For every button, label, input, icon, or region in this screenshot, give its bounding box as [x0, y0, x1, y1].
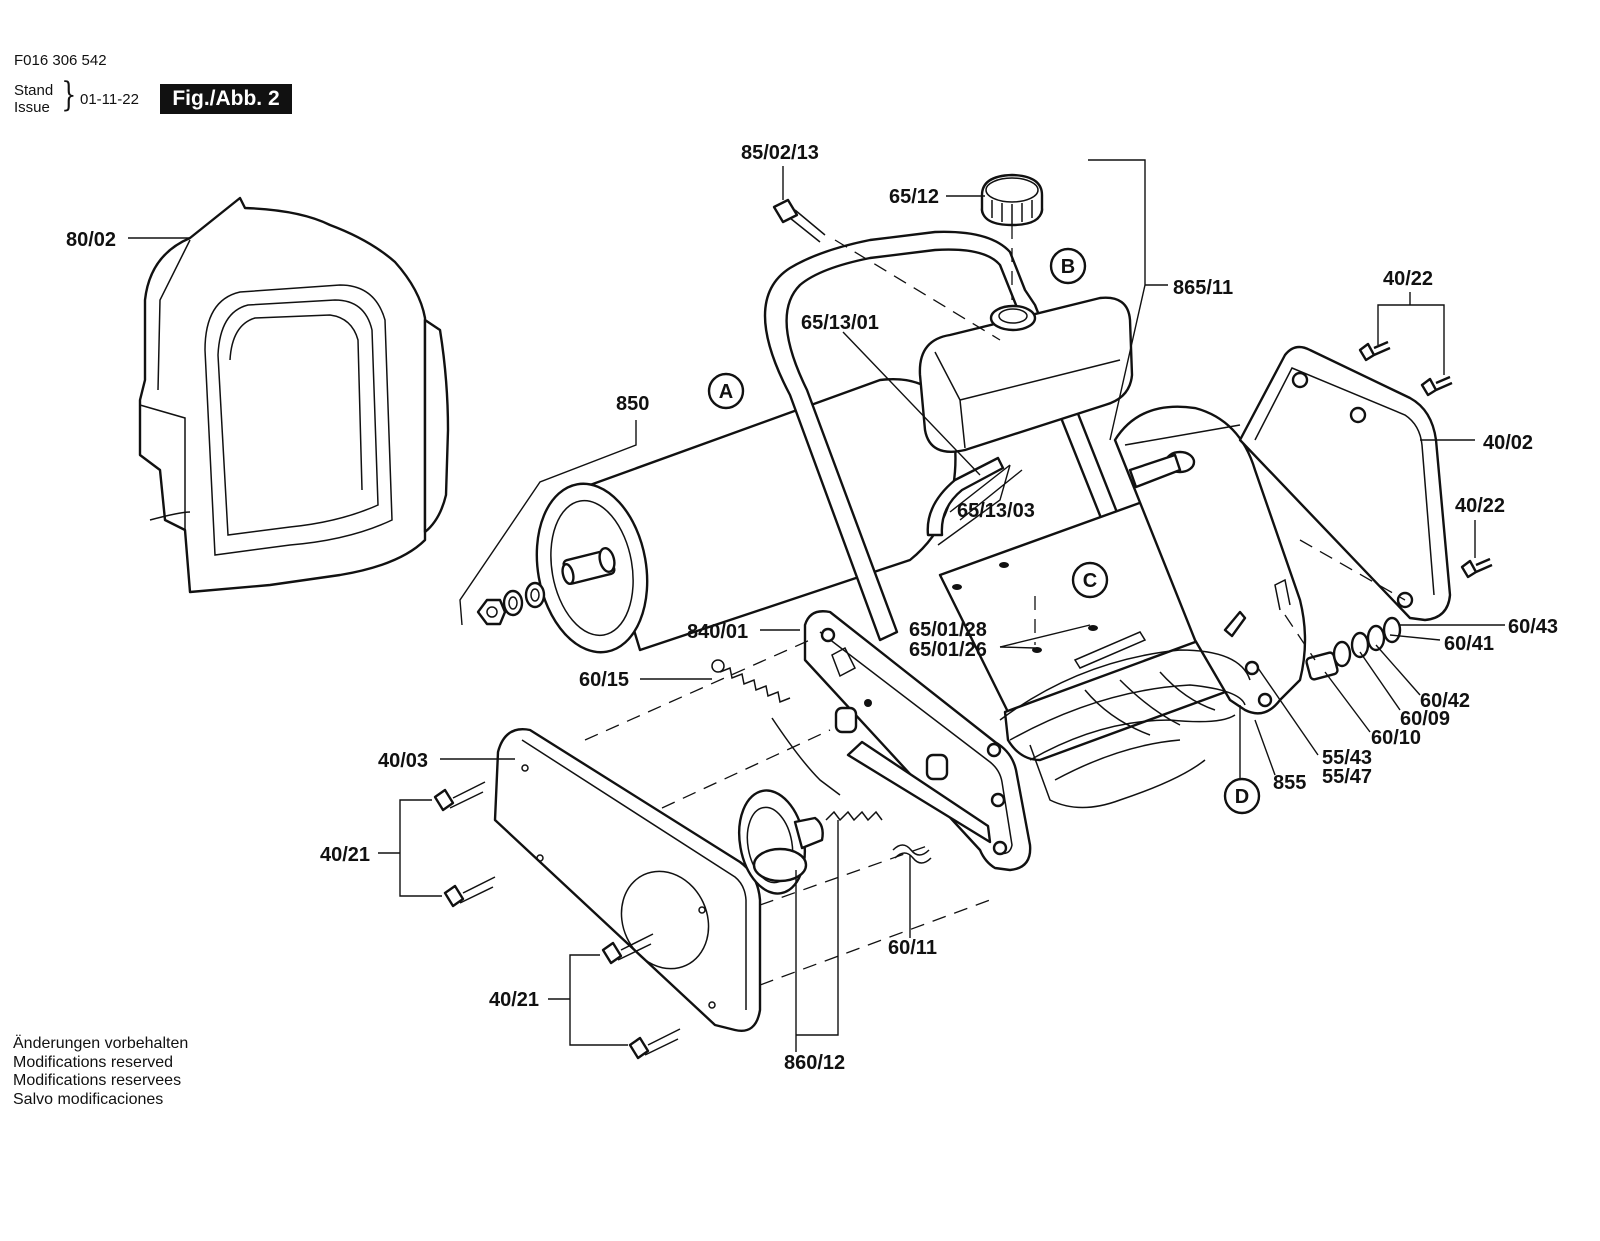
part-label: 85/02/13 — [741, 142, 819, 164]
issue-date: 01-11-22 — [80, 91, 139, 108]
main-housing — [938, 405, 1307, 809]
right-side-cover — [1238, 345, 1452, 622]
part-label: 60/41 — [1444, 633, 1494, 655]
part-label: 40/03 — [378, 750, 428, 772]
notice-line-es: Salvo modificaciones — [13, 1090, 164, 1108]
left-side-cover — [493, 728, 762, 1032]
part-label: 80/02 — [66, 229, 116, 251]
leader-lines — [128, 159, 1505, 1052]
part-label: 55/43 — [1322, 747, 1372, 769]
part-label: 40/22 — [1455, 495, 1505, 517]
part-labels: 85/02/13 65/12 865/11 80/02 65/13/01 40/… — [66, 142, 1558, 1074]
compression-spring-60-11 — [825, 810, 932, 864]
document-number: F016 306 542 — [14, 52, 107, 69]
part-label: 865/11 — [1173, 277, 1233, 299]
callout-b: B — [1049, 247, 1087, 285]
part-label: 60/10 — [1371, 727, 1421, 749]
part-label: 60/15 — [579, 669, 629, 691]
part-label: 40/02 — [1483, 432, 1533, 454]
notice-line-de: Änderungen vorbehalten — [13, 1035, 189, 1052]
part-label: 65/01/28 — [909, 619, 987, 641]
stand-issue-label: Stand Issue — [14, 82, 53, 116]
rear-roller — [476, 378, 957, 654]
part-label: 65/12 — [889, 186, 939, 208]
part-label: 60/11 — [888, 937, 937, 959]
part-label: 65/01/26 — [909, 639, 987, 661]
svg-text:A: A — [719, 381, 733, 403]
part-label: 60/42 — [1420, 690, 1470, 712]
modifications-notice: Änderungen vorbehalten Modifications res… — [13, 1035, 188, 1109]
part-label: 60/09 — [1400, 708, 1450, 730]
callout-d: D — [1223, 777, 1261, 815]
part-label: 855 — [1273, 772, 1306, 794]
notice-line-fr: Modifications reservees — [13, 1072, 182, 1089]
part-label: 65/13/03 — [957, 500, 1035, 522]
left-side-plate — [803, 610, 1032, 872]
notice-line-en: Modifications reserved — [13, 1053, 174, 1071]
right-washers — [1305, 616, 1402, 681]
callout-c: C — [1071, 561, 1109, 599]
part-label: 850 — [616, 393, 649, 415]
filler-cap — [980, 173, 1044, 227]
grass-box-cover — [138, 196, 450, 594]
part-label: 40/21 — [320, 844, 370, 866]
svg-text:D: D — [1235, 786, 1249, 808]
tension-spring-60-15 — [711, 659, 841, 796]
issue-label: Issue — [14, 99, 50, 116]
part-label: 840/01 — [687, 621, 748, 643]
part-label: 65/13/01 — [801, 312, 879, 334]
part-label: 60/43 — [1508, 616, 1558, 638]
screws — [433, 198, 1493, 1060]
assembly-lines — [584, 225, 1406, 986]
part-label: 40/21 — [489, 989, 539, 1011]
svg-text:C: C — [1083, 570, 1097, 592]
roller-nut-washers — [476, 581, 546, 626]
tank — [918, 296, 1134, 537]
part-label: 40/22 — [1383, 268, 1433, 290]
bearing-hub — [738, 789, 824, 895]
callout-a: A — [707, 372, 745, 410]
stand-label: Stand — [14, 82, 54, 99]
svg-text:B: B — [1061, 256, 1075, 278]
part-label: 860/12 — [784, 1052, 845, 1074]
part-label: 55/47 — [1322, 766, 1372, 788]
figure-badge: Fig./Abb. 2 — [160, 84, 292, 114]
brace-glyph: } — [61, 75, 77, 115]
